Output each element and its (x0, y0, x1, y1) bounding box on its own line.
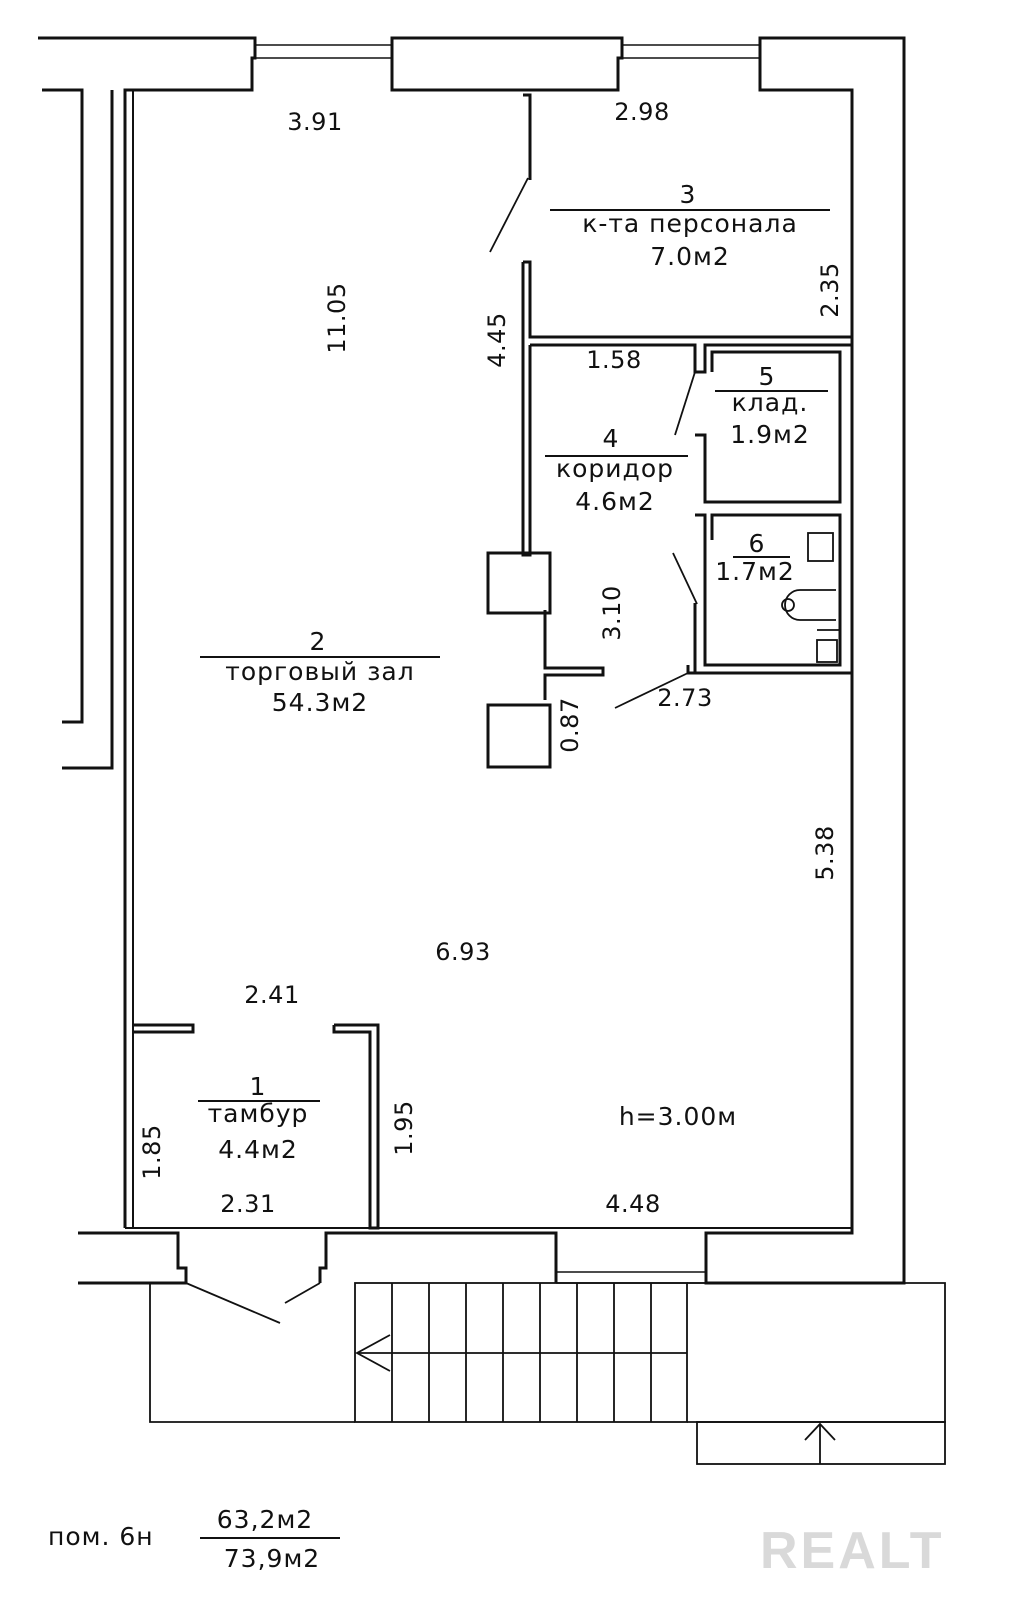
dim-corridor-bottom: 2.73 (657, 684, 712, 712)
partition-corridor-left (521, 262, 532, 557)
entrance-stairs (149, 1282, 946, 1465)
facade-top (38, 36, 257, 1228)
ceiling-height: h=3.00м (619, 1102, 737, 1131)
dim-right-wall: 5.38 (811, 825, 839, 880)
porch-left (149, 1283, 355, 1423)
room-4-number: 4 (603, 424, 620, 453)
partition-staff-room (523, 93, 532, 180)
columns (486, 551, 552, 769)
room-6-area: 1.7м2 (715, 557, 795, 586)
facade-top-mid (390, 36, 624, 92)
vestibule-right (332, 1023, 380, 1230)
dim-top-right: 2.98 (614, 98, 669, 126)
room-6-number: 6 (749, 529, 766, 558)
room-1-area: 4.4м2 (218, 1135, 298, 1164)
facade-top-right (704, 36, 906, 1285)
room-1-number: 1 (250, 1072, 267, 1101)
room-2-name: торговый зал (225, 657, 414, 686)
column-lower (486, 703, 552, 769)
room-4-area: 4.6м2 (575, 487, 655, 516)
room-5-name: клад. (732, 388, 809, 417)
adjacent-left-wall (42, 88, 84, 724)
partition-storage (695, 350, 842, 504)
dim-vestibule-right: 1.95 (390, 1100, 418, 1155)
door-entrance-left (185, 1282, 281, 1324)
partition-wc (695, 513, 842, 667)
plumbing (781, 532, 840, 663)
room-5-area: 1.9м2 (730, 420, 810, 449)
dim-vestibule-left: 1.85 (138, 1124, 166, 1179)
door-storage (674, 371, 696, 436)
dim-top-left: 3.91 (287, 108, 342, 136)
dim-vestibule-bottom: 2.31 (220, 1190, 275, 1218)
facade-bottom-left (78, 1231, 188, 1285)
room-5-number: 5 (759, 362, 776, 391)
room-2-number: 2 (310, 627, 327, 656)
column-upper (486, 551, 552, 615)
summary-area-1: 63,2м2 (217, 1505, 313, 1534)
dim-corridor-top: 1.58 (586, 346, 641, 374)
watermark-logo: REALT (760, 1522, 944, 1580)
door-swings (185, 177, 698, 1324)
partition-staff-lower (523, 260, 852, 339)
dim-vestibule-top: 2.41 (244, 981, 299, 1009)
walls (38, 36, 906, 1285)
room-3-name: к-та персонала (582, 209, 798, 238)
dimension-labels: 3.91 2.98 11.05 4.45 2.35 1.58 3.10 0.87… (138, 98, 844, 1218)
door-entrance-right (284, 1282, 321, 1304)
door-wc (672, 552, 698, 605)
area-summary: пом. 6н 63,2м2 73,9м2 (48, 1505, 340, 1573)
vestibule-left-stub (133, 1023, 195, 1034)
dim-corridor-length: 3.10 (598, 585, 626, 640)
toilet-icon (784, 589, 836, 621)
adjacent-left-wall-b (62, 90, 114, 770)
summary-area-2: 73,9м2 (224, 1544, 320, 1573)
dim-niche: 0.87 (556, 697, 584, 752)
room-3-number: 3 (680, 180, 697, 209)
dim-staff-depth: 4.45 (483, 312, 511, 367)
dim-hall-width: 6.93 (435, 938, 490, 966)
door-corridor (614, 672, 689, 709)
sink-icon (807, 532, 834, 562)
room-1-name: тамбур (208, 1099, 309, 1128)
room-2-area: 54.3м2 (272, 688, 368, 717)
dim-hall-length: 11.05 (323, 282, 351, 353)
room-labels: 3 к-та персонала 7.0м2 5 клад. 1.9м2 4 к… (198, 180, 830, 1164)
partition-corridor-top (530, 343, 852, 374)
room-3-area: 7.0м2 (650, 242, 730, 271)
porch-right (687, 1282, 946, 1423)
dim-staff-width: 2.35 (816, 262, 844, 317)
ramp-arrow-up-icon (804, 1422, 836, 1441)
ramp (696, 1421, 946, 1465)
summary-label: пом. 6н (48, 1522, 154, 1551)
partition-small-wall (543, 610, 605, 700)
shower-tray-icon (816, 639, 838, 663)
room-4-name: коридор (556, 454, 674, 483)
toilet-bowl-icon (781, 598, 795, 612)
stair-arrow-left-icon (355, 1334, 391, 1372)
dim-bottom-right: 4.48 (605, 1190, 660, 1218)
facade-bottom-center (318, 1231, 558, 1283)
door-staff (489, 177, 529, 253)
